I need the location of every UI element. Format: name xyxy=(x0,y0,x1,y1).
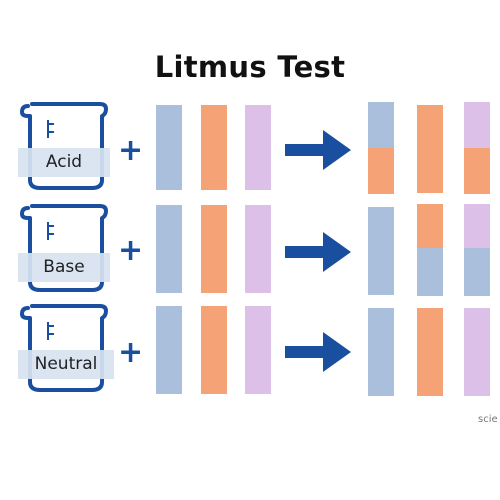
source-credit: scie xyxy=(478,414,498,425)
result-blue-litmus-strip xyxy=(368,308,394,396)
neutral-strip xyxy=(245,105,271,190)
beaker-icon xyxy=(18,302,108,394)
result-blue-litmus-strip xyxy=(368,102,394,148)
page-title: Litmus Test xyxy=(154,50,346,84)
plus-sign: + xyxy=(118,335,144,370)
result-neutral-strip xyxy=(464,102,490,148)
result-neutral-strip-turned-blue xyxy=(464,248,490,296)
row-acid: Acid + xyxy=(0,100,500,200)
neutral-label: Neutral xyxy=(18,350,114,379)
arrow-icon xyxy=(285,332,351,372)
blue-litmus-strip xyxy=(156,205,182,293)
neutral-strip xyxy=(245,205,271,293)
red-litmus-strip xyxy=(201,205,227,293)
result-neutral-strip xyxy=(464,204,490,248)
blue-litmus-strip xyxy=(156,105,182,190)
plus-sign: + xyxy=(118,133,144,168)
arrow-icon xyxy=(285,232,351,272)
red-litmus-strip xyxy=(201,105,227,190)
acid-label: Acid xyxy=(18,148,110,177)
result-neutral-strip xyxy=(464,308,490,396)
arrow-icon xyxy=(285,130,351,170)
result-red-litmus-strip xyxy=(417,105,443,193)
row-base: Base + xyxy=(0,202,500,302)
result-blue-litmus-strip-turned-red xyxy=(368,148,394,194)
result-blue-litmus-strip xyxy=(368,207,394,295)
plus-sign: + xyxy=(118,233,144,268)
result-red-litmus-strip-turned-blue xyxy=(417,248,443,296)
beaker-icon xyxy=(18,100,108,192)
blue-litmus-strip xyxy=(156,306,182,394)
result-neutral-strip-turned-red xyxy=(464,148,490,194)
result-red-litmus-strip xyxy=(417,204,443,248)
neutral-strip xyxy=(245,306,271,394)
row-neutral: Neutral + xyxy=(0,302,500,402)
red-litmus-strip xyxy=(201,306,227,394)
beaker-icon xyxy=(18,202,108,294)
result-red-litmus-strip xyxy=(417,308,443,396)
base-label: Base xyxy=(18,253,110,282)
